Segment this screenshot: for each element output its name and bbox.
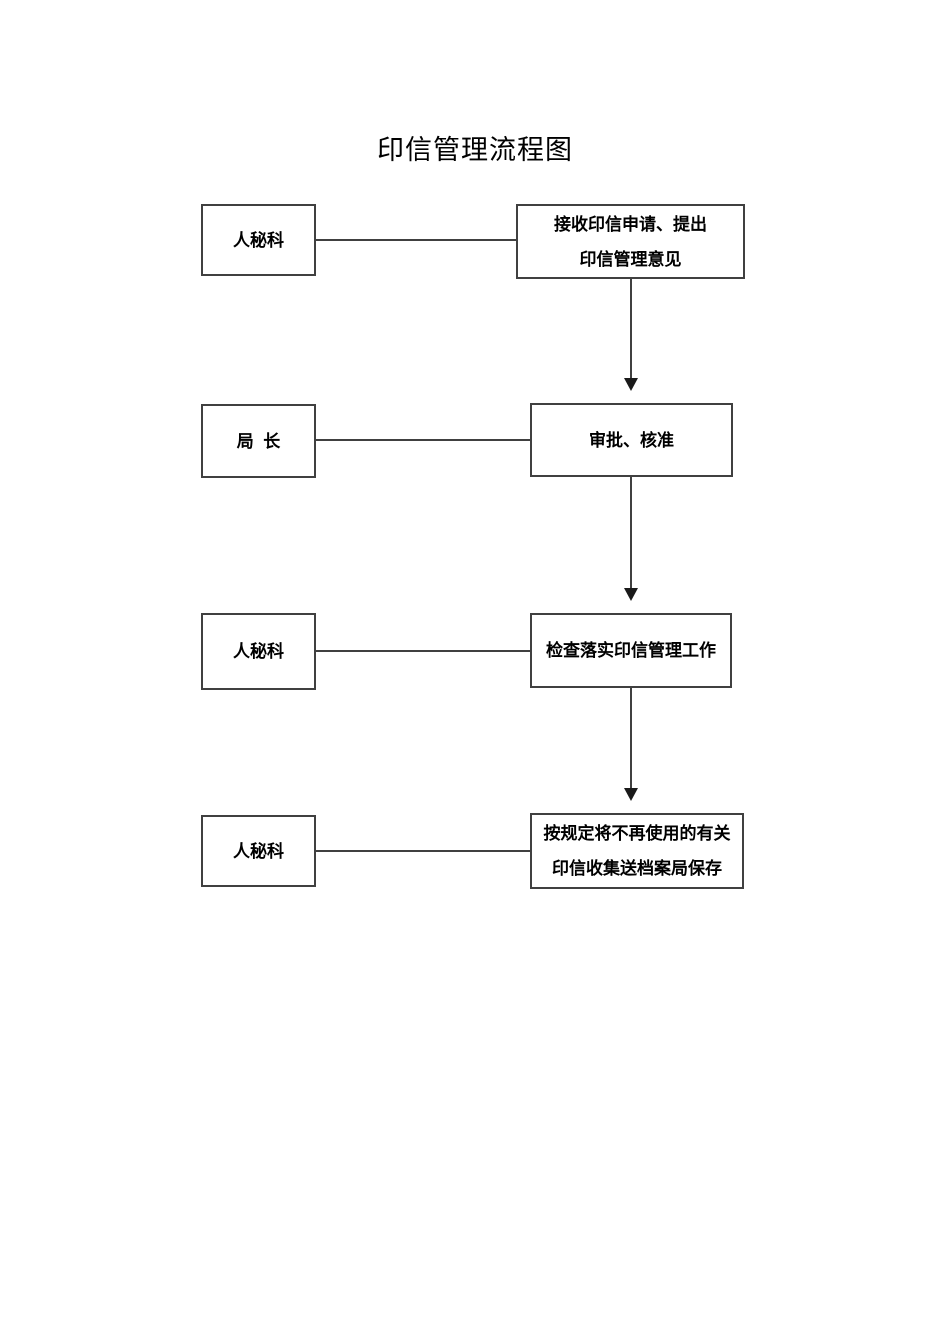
- step-label-line2: 印信管理意见: [579, 249, 682, 269]
- actor-box-row4: 人秘科: [201, 815, 316, 887]
- step-label-line1: 审批、核准: [589, 430, 674, 450]
- actor-label: 人秘科: [233, 642, 284, 661]
- step-label-line2: 印信收集送档案局保存: [552, 859, 722, 878]
- actor-box-row1: 人秘科: [201, 204, 316, 276]
- connector-line-row1: [315, 239, 517, 241]
- arrow-down-icon-1: [624, 378, 638, 391]
- page-title: 印信管理流程图: [377, 135, 573, 165]
- step-box-row1: 接收印信申请、提出 印信管理意见: [516, 204, 745, 279]
- step-box-row2: 审批、核准: [530, 403, 733, 477]
- arrow-down-icon-3: [624, 788, 638, 801]
- step-box-row3: 检查落实印信管理工作: [530, 613, 732, 688]
- actor-label: 局 长: [236, 431, 281, 451]
- connector-line-row4: [315, 850, 531, 852]
- actor-box-row2: 局 长: [201, 404, 316, 478]
- arrow-down-icon-2: [624, 588, 638, 601]
- step-label-line1: 接收印信申请、提出: [554, 214, 707, 234]
- connector-line-row2: [315, 439, 531, 441]
- step-box-row4: 按规定将不再使用的有关 印信收集送档案局保存: [530, 813, 744, 889]
- arrow-shaft-3: [630, 688, 632, 788]
- actor-box-row3: 人秘科: [201, 613, 316, 690]
- actor-label: 人秘科: [233, 230, 284, 250]
- step-label-line1: 按规定将不再使用的有关: [543, 824, 731, 843]
- arrow-shaft-1: [630, 279, 632, 378]
- actor-label: 人秘科: [233, 841, 284, 861]
- connector-line-row3: [315, 650, 531, 652]
- step-label-line1: 检查落实印信管理工作: [546, 641, 716, 660]
- arrow-shaft-2: [630, 477, 632, 588]
